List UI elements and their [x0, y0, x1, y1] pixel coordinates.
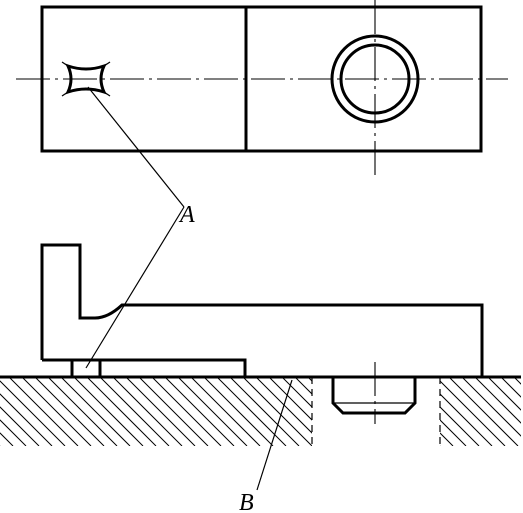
leader-a-bottom — [85, 206, 185, 369]
base-hatching-right — [440, 377, 521, 446]
pad-tick-1 — [61, 61, 69, 67]
hatch-line — [99, 376, 170, 446]
hatch-line — [487, 377, 521, 411]
hatch-line — [86, 376, 157, 446]
hatch-line — [242, 376, 312, 446]
hatch-line — [440, 419, 467, 446]
hatch-line — [294, 376, 312, 446]
hatch-line — [0, 376, 40, 446]
hatch-line — [440, 406, 480, 446]
hatch-line — [461, 377, 521, 437]
hatch-line — [216, 376, 287, 446]
pad-tick-4 — [103, 91, 111, 97]
hatch-line — [474, 377, 521, 424]
leader-lines — [85, 86, 293, 491]
hatch-line — [47, 376, 118, 446]
hatch-line — [268, 376, 312, 446]
leader-a-top — [87, 86, 185, 208]
hatch-line — [203, 376, 274, 446]
hatch-line — [0, 376, 53, 446]
hatch-line — [0, 376, 14, 446]
hatch-line — [177, 376, 248, 446]
hatch-line — [281, 376, 312, 446]
hatch-line — [8, 376, 79, 446]
hatch-line — [21, 376, 92, 446]
hatch-line — [440, 432, 454, 446]
hatch-line — [0, 376, 27, 446]
hatch-line — [190, 376, 261, 446]
hatch-line — [34, 376, 105, 446]
top-view — [16, 0, 508, 178]
label-b: B — [239, 490, 254, 513]
hatch-line — [60, 376, 131, 446]
front-view — [0, 243, 521, 446]
hatch-line — [73, 376, 144, 446]
clamp-body-outline — [40, 243, 484, 377]
hatch-line — [229, 376, 300, 446]
base-hatching-left — [0, 376, 312, 446]
hatch-line — [125, 376, 196, 446]
hatch-line — [255, 376, 312, 446]
hatch-line — [500, 377, 521, 398]
support-pad-a — [70, 360, 102, 377]
hatch-line — [138, 376, 209, 446]
pad-tick-2 — [103, 61, 111, 67]
bore-outer-circle — [330, 34, 420, 124]
hatch-line — [164, 376, 235, 446]
hatch-line — [440, 393, 493, 446]
hatch-line — [440, 380, 506, 446]
label-a: A — [178, 202, 195, 228]
bore-inner-circle — [339, 43, 411, 115]
hatch-line — [0, 376, 66, 446]
locating-boss — [331, 377, 417, 415]
pad-tick-3 — [61, 91, 69, 97]
hatch-line — [151, 376, 222, 446]
hatch-line — [513, 377, 521, 385]
hatch-line — [448, 377, 519, 446]
hatch-line — [112, 376, 183, 446]
